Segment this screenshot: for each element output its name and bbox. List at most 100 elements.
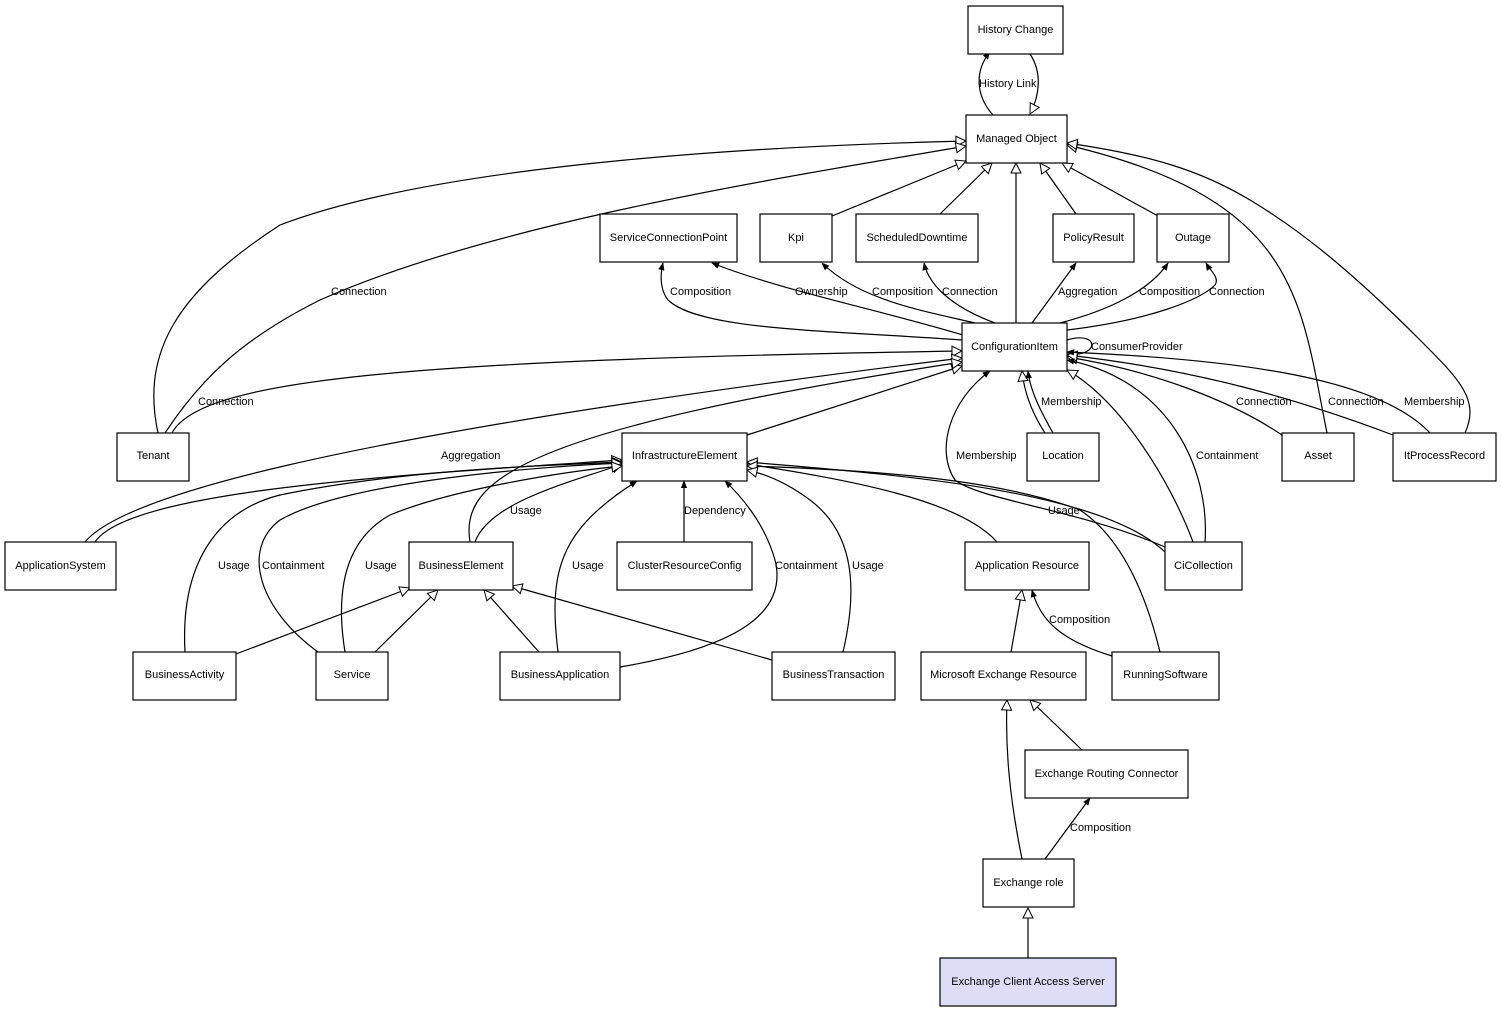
node-label: Exchange role xyxy=(993,877,1063,889)
edge-erc-mer xyxy=(1030,700,1083,751)
edge-label: Connection xyxy=(1209,286,1265,298)
node-location[interactable]: Location xyxy=(1026,432,1100,482)
node-service-connection-point[interactable]: ServiceConnectionPoint xyxy=(599,213,738,263)
edge-label: Containment xyxy=(262,560,324,572)
node-label: Service xyxy=(334,669,371,681)
node-label: History Change xyxy=(978,24,1054,36)
edge-tenant-managed-object xyxy=(153,141,966,434)
node-business-transaction[interactable]: BusinessTransaction xyxy=(771,651,896,701)
edges xyxy=(84,51,1471,958)
node-label: PolicyResult xyxy=(1063,232,1124,244)
node-service[interactable]: Service xyxy=(315,651,389,701)
edge-rs-ar-composition xyxy=(1030,589,1113,657)
edge-ci-outage-composition xyxy=(1059,262,1169,324)
node-label: Outage xyxy=(1175,232,1211,244)
node-label: Microsoft Exchange Resource xyxy=(930,669,1077,681)
edge-ci-pr-aggregation xyxy=(1031,262,1077,324)
node-label: BusinessTransaction xyxy=(783,669,885,681)
node-exchange-routing-connector[interactable]: Exchange Routing Connector xyxy=(1024,749,1189,799)
edge-rs-ie xyxy=(747,466,1161,653)
edge-bt-ie-usage xyxy=(747,470,852,653)
edge-label: Composition xyxy=(872,286,933,298)
node-kpi[interactable]: Kpi xyxy=(759,213,833,263)
edge-ci-kpi-composition xyxy=(821,262,976,324)
node-exchange-role[interactable]: Exchange role xyxy=(982,858,1075,908)
edge-be-ie-usage xyxy=(474,464,622,543)
node-exchange-client-access-server[interactable]: Exchange Client Access Server xyxy=(939,957,1117,1007)
edge-label: Composition xyxy=(1070,822,1131,834)
edge-label: Connection xyxy=(1236,396,1292,408)
edge-label: Composition xyxy=(1139,286,1200,298)
edge-label: Dependency xyxy=(684,505,746,517)
edge-label: Composition xyxy=(670,286,731,298)
edge-label: Connection xyxy=(198,396,254,408)
node-infrastructure-element[interactable]: InfrastructureElement xyxy=(621,432,748,482)
edge-asset-ci-connection xyxy=(1067,357,1283,436)
edge-kpi-managed-object xyxy=(831,161,966,217)
edge-label: Usage xyxy=(572,560,604,572)
edge-bapp-ie-containment xyxy=(619,480,778,668)
edge-ar-ie xyxy=(747,464,998,543)
edge-label: Membership xyxy=(956,450,1017,462)
node-label: BusinessElement xyxy=(419,560,504,572)
node-label: ScheduledDowntime xyxy=(867,232,968,244)
node-label: Location xyxy=(1042,450,1084,462)
edge-er-mer xyxy=(1007,700,1023,860)
node-business-element[interactable]: BusinessElement xyxy=(408,541,514,591)
node-label: ApplicationSystem xyxy=(15,560,106,572)
node-it-process-record[interactable]: ItProcessRecord xyxy=(1392,432,1497,482)
edge-label: Usage xyxy=(218,560,250,572)
edge-label: Containment xyxy=(1196,450,1258,462)
edge-asset-managed-object xyxy=(1067,145,1328,434)
node-scheduled-downtime[interactable]: ScheduledDowntime xyxy=(855,213,979,263)
node-label: Exchange Client Access Server xyxy=(951,976,1105,988)
node-business-activity[interactable]: BusinessActivity xyxy=(132,651,237,701)
edge-label: Usage xyxy=(510,505,542,517)
edge-itpr-managed-object xyxy=(1067,143,1471,434)
node-label: CiCollection xyxy=(1174,560,1233,572)
node-outage[interactable]: Outage xyxy=(1156,213,1230,263)
edge-label: Aggregation xyxy=(441,450,500,462)
node-application-resource[interactable]: Application Resource xyxy=(964,541,1090,591)
nodes: History Change Managed Object ServiceCon… xyxy=(4,5,1497,1007)
edge-label: Ownership xyxy=(795,286,848,298)
node-ci-collection[interactable]: CiCollection xyxy=(1164,541,1243,591)
node-business-application[interactable]: BusinessApplication xyxy=(499,651,621,701)
edge-label: Usage xyxy=(1048,505,1080,517)
node-policy-result[interactable]: PolicyResult xyxy=(1052,213,1135,263)
edge-outage-managed-object xyxy=(1062,163,1159,217)
edge-label: Membership xyxy=(1041,396,1102,408)
node-label: ServiceConnectionPoint xyxy=(610,232,727,244)
node-label: Application Resource xyxy=(975,560,1079,572)
edge-sd-managed-object xyxy=(939,163,992,215)
node-label: Managed Object xyxy=(976,133,1057,145)
edge-label: Aggregation xyxy=(1058,286,1117,298)
edge-label: Connection xyxy=(331,286,387,298)
edge-labels: History Link Connection Connection Compo… xyxy=(198,78,1465,834)
node-tenant[interactable]: Tenant xyxy=(116,432,190,482)
node-label: InfrastructureElement xyxy=(632,450,737,462)
edge-label: Usage xyxy=(852,560,884,572)
node-managed-object[interactable]: Managed Object xyxy=(965,114,1068,164)
node-cluster-resource-config[interactable]: ClusterResourceConfig xyxy=(616,541,753,591)
node-asset[interactable]: Asset xyxy=(1281,432,1355,482)
edge-pr-managed-object xyxy=(1040,163,1077,215)
edge-bapp-be xyxy=(484,590,540,653)
node-label: Exchange Routing Connector xyxy=(1035,768,1179,780)
node-history-change[interactable]: History Change xyxy=(967,5,1064,55)
node-label: RunningSoftware xyxy=(1123,669,1207,681)
edge-ba-be xyxy=(235,588,410,655)
node-microsoft-exchange-resource[interactable]: Microsoft Exchange Resource xyxy=(920,651,1087,701)
node-running-software[interactable]: RunningSoftware xyxy=(1111,651,1220,701)
node-configuration-item[interactable]: ConfigurationItem xyxy=(961,322,1068,372)
edge-itpr-ci-membership xyxy=(1066,349,1431,434)
node-application-system[interactable]: ApplicationSystem xyxy=(4,541,117,591)
node-label: Tenant xyxy=(136,450,169,462)
edge-service-ie-usage xyxy=(340,466,622,653)
edge-itpr-ci-connection xyxy=(1067,355,1394,436)
edge-label: Composition xyxy=(1049,614,1110,626)
edge-cicollection-ie-usage xyxy=(747,462,1166,553)
edge-label: History Link xyxy=(979,78,1037,90)
node-label: BusinessApplication xyxy=(511,669,609,681)
